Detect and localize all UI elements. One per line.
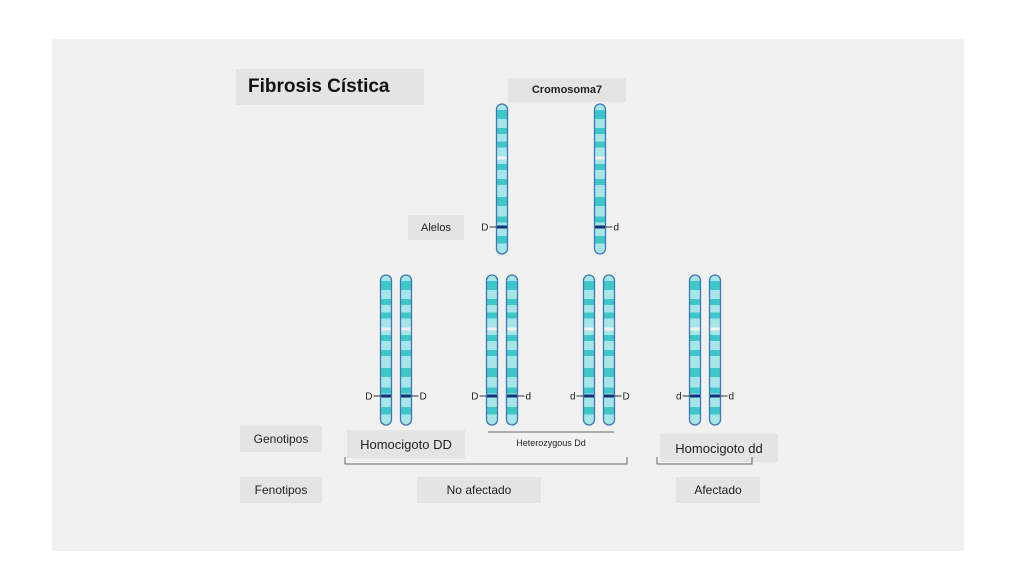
allele-marker: [583, 394, 595, 398]
parent-chromosome-1: D: [481, 103, 509, 255]
parent-chromosome-2: d: [593, 103, 620, 255]
allele-label: d: [729, 392, 735, 403]
genotype-heterozygous: Heterozygous Dd: [516, 438, 586, 448]
offspring-4-chromosome-a: d: [676, 274, 702, 426]
affected-bracket: [656, 457, 753, 465]
offspring-4-chromosome-b: d: [708, 274, 735, 426]
allele-label: D: [471, 392, 478, 403]
allele-label: D: [623, 392, 630, 403]
offspring-1-chromosome-b: D: [399, 274, 427, 426]
diagram-title: Fibrosis Cística: [236, 69, 424, 105]
alleles-label: Alelos: [408, 215, 464, 240]
allele-marker: [496, 225, 508, 229]
phenotype-affected: Afectado: [676, 477, 760, 503]
allele-marker: [380, 394, 392, 398]
allele-marker: [400, 394, 412, 398]
unaffected-bracket: [344, 457, 628, 465]
allele-marker: [709, 394, 721, 398]
phenotypes-row-label: Fenotipos: [240, 477, 322, 503]
allele-label: D: [365, 392, 372, 403]
offspring-3-chromosome-b: D: [602, 274, 630, 426]
allele-label: d: [526, 392, 532, 403]
chromosome-label: Cromosoma7: [508, 78, 626, 102]
allele-marker: [506, 394, 518, 398]
allele-marker: [486, 394, 498, 398]
allele-label: d: [570, 392, 576, 403]
allele-marker: [689, 394, 701, 398]
allele-marker: [603, 394, 615, 398]
allele-label: D: [420, 392, 427, 403]
allele-marker: [594, 225, 606, 229]
allele-label: d: [614, 223, 620, 234]
allele-label: D: [481, 223, 488, 234]
allele-label: d: [676, 392, 682, 403]
offspring-1-chromosome-a: D: [365, 274, 393, 426]
offspring-3-chromosome-a: d: [570, 274, 596, 426]
offspring-2-chromosome-a: D: [471, 274, 499, 426]
genotypes-row-label: Genotipos: [240, 426, 322, 452]
phenotype-unaffected: No afectado: [417, 477, 541, 503]
offspring-2-chromosome-b: d: [505, 274, 532, 426]
genotype-homozygous-dominant: Homocigoto DD: [347, 430, 465, 458]
genotype-homozygous-recessive: Homocigoto dd: [660, 434, 778, 462]
